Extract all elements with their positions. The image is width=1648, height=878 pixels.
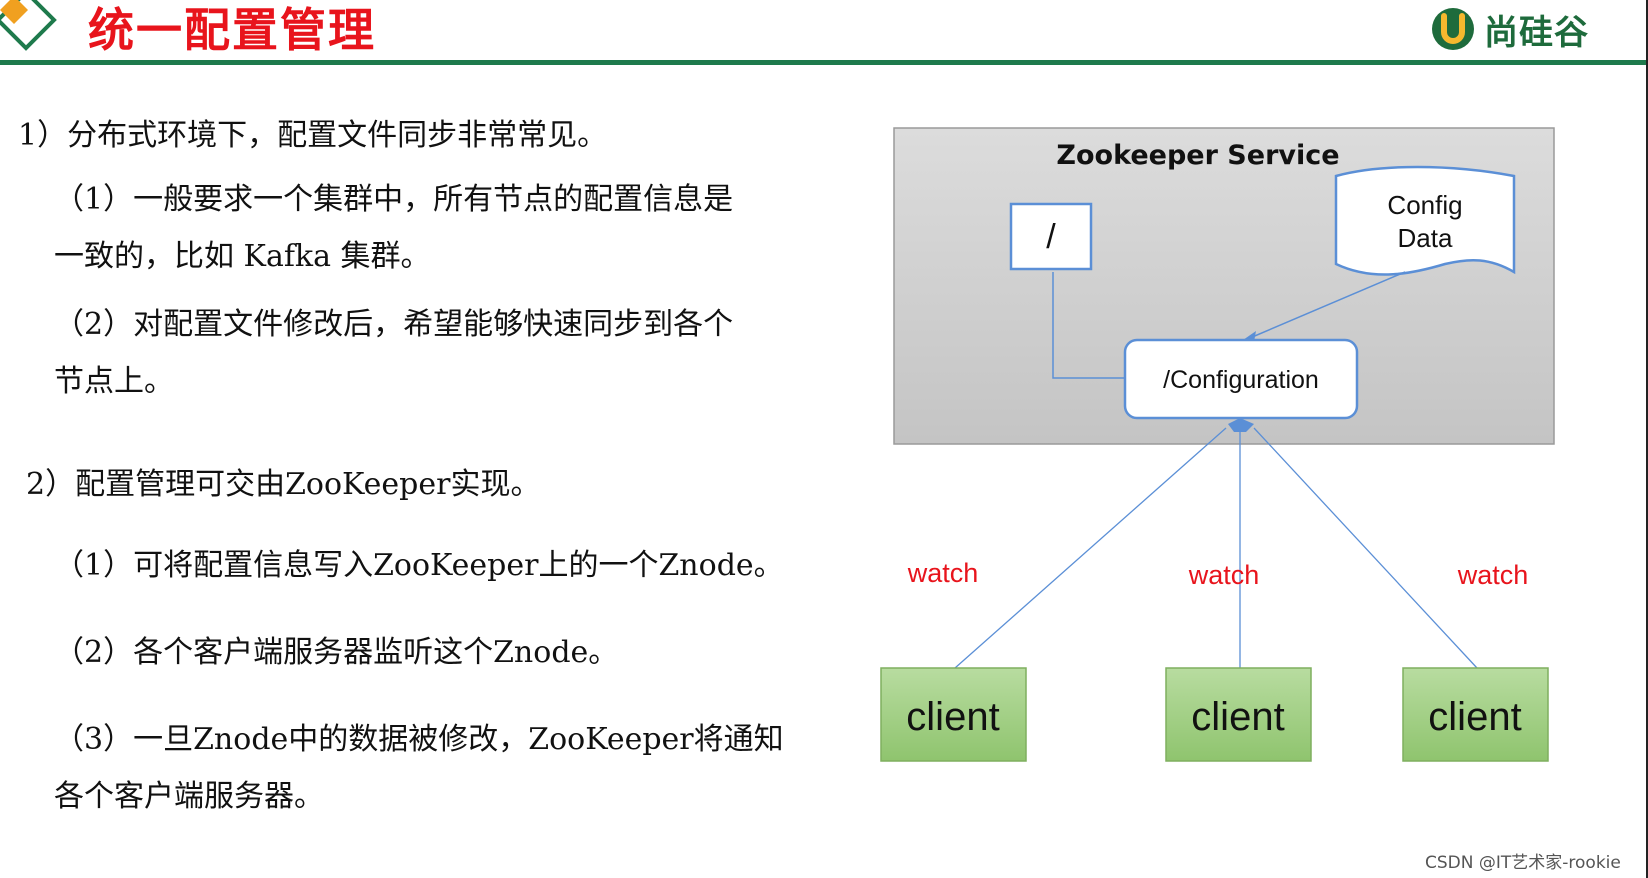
right-edge-line bbox=[1646, 0, 1648, 878]
config-data-document bbox=[1334, 165, 1516, 276]
content-text: 1）分布式环境下，配置文件同步非常常见。 （1）一般要求一个集群中，所有节点的配… bbox=[18, 118, 784, 814]
root-znode-label: / bbox=[1046, 218, 1056, 256]
watermark: CSDN @IT艺术家-rookie bbox=[1425, 853, 1621, 873]
config-data-label-line-1: Config bbox=[1387, 190, 1462, 220]
watch-line-3 bbox=[1253, 427, 1478, 669]
client-box-2 bbox=[1165, 667, 1312, 762]
point-2-3-line-1: （3）一旦Znode中的数据被修改，ZooKeeper将通知 bbox=[54, 722, 784, 757]
root-znode bbox=[1009, 202, 1093, 271]
client-box-1 bbox=[880, 667, 1027, 762]
client-box-3 bbox=[1402, 667, 1549, 762]
configuration-znode bbox=[1123, 338, 1359, 420]
point-2-2: （2）各个客户端服务器监听这个Znode。 bbox=[54, 635, 619, 670]
watch-arrowhead bbox=[1228, 418, 1254, 432]
config-data-to-configuration-connector bbox=[1249, 271, 1406, 339]
page-title: 统一配置管理 bbox=[88, 3, 376, 57]
diamond-logo-decoration bbox=[0, 0, 57, 51]
point-1-2-line-2: 节点上。 bbox=[54, 364, 174, 399]
client-label-2: client bbox=[1191, 695, 1284, 739]
point-1-1-line-2: 一致的，比如 Kafka 集群。 bbox=[54, 239, 431, 274]
brand: 尚硅谷 bbox=[1430, 4, 1589, 54]
watch-label-3: watch bbox=[1457, 560, 1529, 590]
zookeeper-service-title: Zookeeper Service bbox=[1056, 140, 1339, 171]
watch-label-1: watch bbox=[907, 558, 979, 588]
watch-line-1 bbox=[954, 427, 1227, 669]
watch-label-2: watch bbox=[1188, 560, 1260, 590]
brand-logo-icon bbox=[1432, 8, 1474, 50]
header-rule bbox=[0, 60, 1648, 65]
point-1-2-line-1: （2）对配置文件修改后，希望能够快速同步到各个 bbox=[54, 307, 734, 342]
config-data-label-line-2: Data bbox=[1398, 223, 1453, 253]
client-label-3: client bbox=[1428, 695, 1521, 739]
root-to-configuration-connector bbox=[1052, 272, 1124, 379]
point-1-1-line-1: （1）一般要求一个集群中，所有节点的配置信息是 bbox=[54, 182, 734, 217]
point-2-3-line-2: 各个客户端服务器。 bbox=[54, 779, 324, 814]
brand-name: 尚硅谷 bbox=[1484, 12, 1589, 53]
point-2-1: （1）可将配置信息写入ZooKeeper上的一个Znode。 bbox=[54, 548, 784, 583]
configuration-znode-label: /Configuration bbox=[1163, 366, 1319, 394]
point-1: 1）分布式环境下，配置文件同步非常常见。 bbox=[18, 118, 608, 153]
point-2: 2）配置管理可交由ZooKeeper实现。 bbox=[26, 467, 541, 502]
client-label-1: client bbox=[906, 695, 999, 739]
